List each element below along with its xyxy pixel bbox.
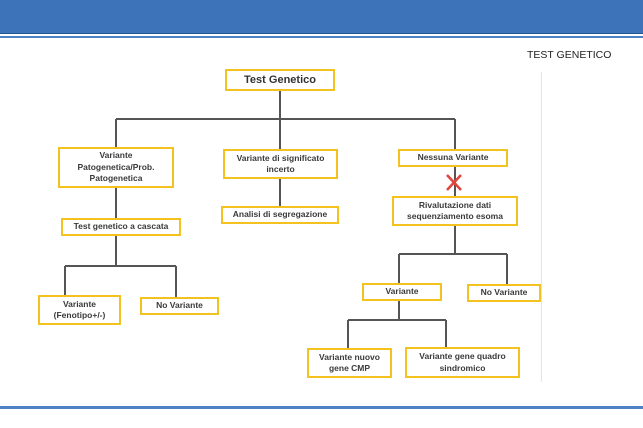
node-analisi-segregazione: Analisi di segregazione — [221, 206, 339, 224]
node-no-variante-right: No Variante — [467, 284, 541, 302]
header-bar — [0, 0, 643, 34]
node-variante-gene-cmp: Variante nuovo gene CMP — [307, 348, 392, 378]
footer-divider — [0, 406, 643, 409]
vertical-divider — [541, 72, 542, 382]
node-test-genetico: Test Genetico — [225, 69, 335, 91]
node-variante-fenotipo: Variante (Fenotipo+/-) — [38, 295, 121, 325]
node-no-variante-left: No Variante — [140, 297, 219, 315]
node-variante-patogenetica: Variante Patogenetica/Prob. Patogenetica — [58, 147, 174, 188]
cross-icon — [446, 174, 462, 191]
node-variante-significato-incerto: Variante di significato incerto — [223, 149, 338, 179]
node-variante-right: Variante — [362, 283, 442, 301]
node-test-cascata: Test genetico a cascata — [61, 218, 181, 236]
slide-title: TEST GENETICO — [527, 49, 612, 61]
connector-lines — [64, 91, 508, 348]
node-nessuna-variante: Nessuna Variante — [398, 149, 508, 167]
node-rivalutazione-esoma: Rivalutazione dati sequenziamento esoma — [392, 196, 518, 226]
header-divider — [0, 36, 643, 38]
node-variante-gene-sindromico: Variante gene quadro sindromico — [405, 347, 520, 378]
